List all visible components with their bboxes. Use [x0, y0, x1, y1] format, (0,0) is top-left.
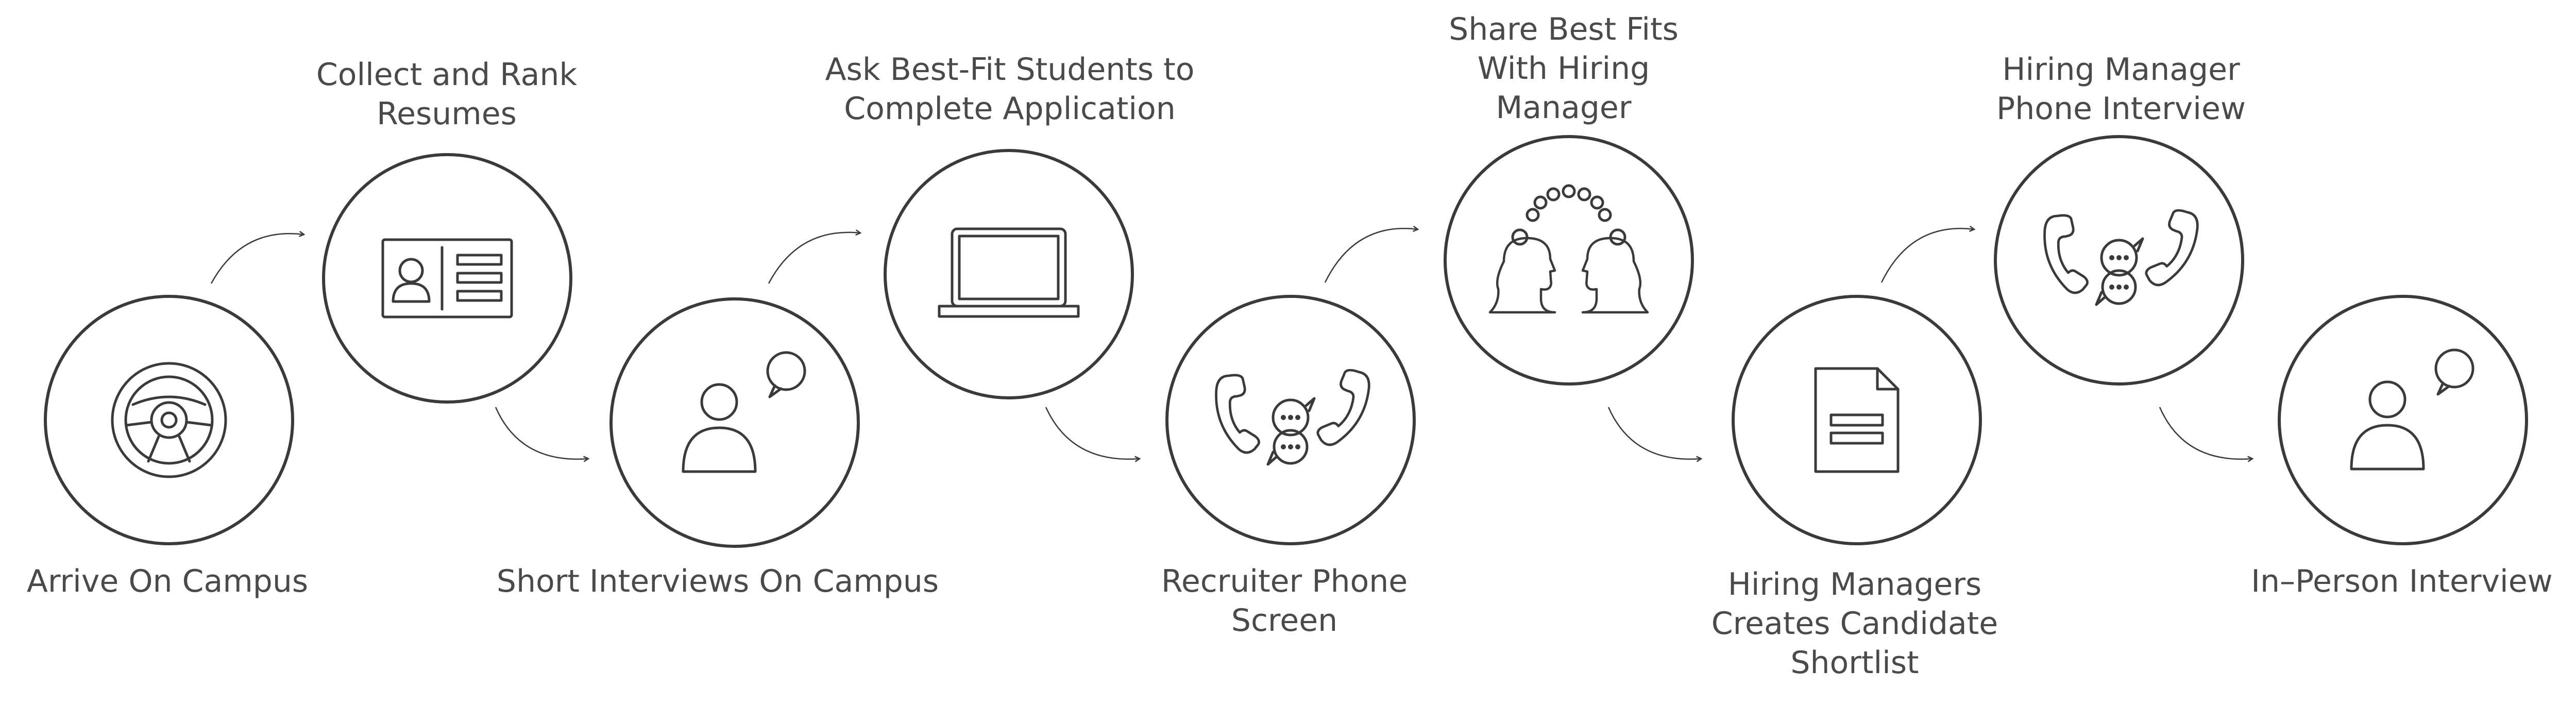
steering-wheel-icon: [111, 362, 227, 478]
two-heads-icon: [1488, 184, 1649, 314]
up-connector-arrow-3: [1324, 228, 1418, 283]
step-circle-6: [1444, 135, 1694, 386]
step-label-9: In–Person Interview: [2251, 563, 2553, 599]
step-label-7: Hiring Managers Creates Candidate Shortl…: [1711, 566, 1998, 681]
down-connector-arrow-3: [1607, 407, 1701, 459]
step-circle-3: [609, 297, 860, 548]
step-label-4: Ask Best-Fit Students to Complete Applic…: [825, 52, 1195, 127]
down-connector-arrow-4: [2159, 407, 2252, 459]
down-connector-arrow-1: [495, 407, 588, 459]
step-circle-1: [44, 295, 294, 545]
up-connector-arrow-2: [768, 232, 860, 284]
step-label-8: Hiring Manager Phone Interview: [1996, 52, 2246, 127]
step-circle-9: [2278, 295, 2528, 545]
id-card-icon: [381, 238, 513, 319]
up-connector-arrow-4: [1880, 228, 1974, 283]
person-speech-icon: [682, 351, 806, 473]
down-connector-arrow-2: [1045, 407, 1140, 459]
step-label-3: Short Interviews On Campus: [496, 563, 939, 599]
step-circle-2: [322, 153, 572, 404]
step-label-1: Arrive On Campus: [26, 563, 309, 599]
document-icon: [1814, 367, 1900, 473]
step-circle-4: [884, 149, 1134, 399]
step-circle-7: [1732, 295, 1982, 545]
step-label-5: Recruiter Phone Screen: [1161, 563, 1408, 639]
phone-call-icon: [2043, 209, 2199, 306]
step-label-2: Collect and Rank Resumes: [316, 57, 578, 132]
laptop-icon: [938, 227, 1080, 318]
phone-call-icon: [1215, 369, 1370, 466]
person-speech-icon: [2350, 348, 2475, 471]
step-label-6: Share Best Fits With Hiring Manager: [1449, 11, 1679, 126]
up-connector-arrow-1: [210, 233, 304, 284]
